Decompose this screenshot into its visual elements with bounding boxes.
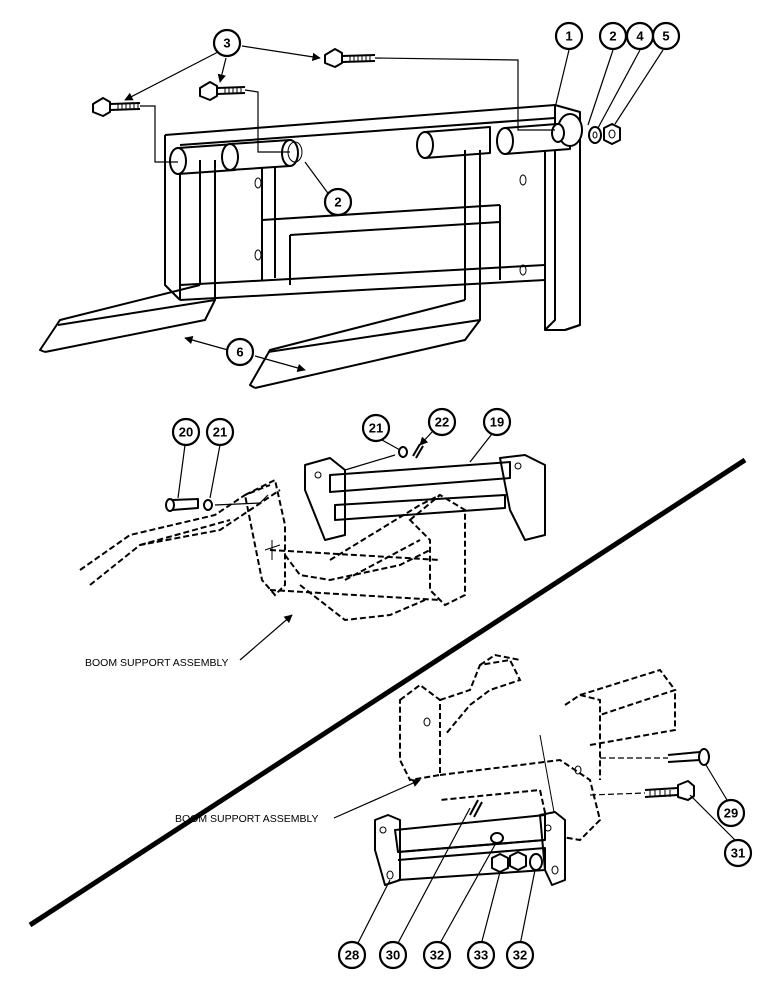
washer-4 <box>588 126 602 144</box>
callout-20: 20 <box>171 417 201 447</box>
svg-text:30: 30 <box>386 948 400 963</box>
nut-5 <box>603 123 621 145</box>
callout-31: 31 <box>723 838 753 868</box>
svg-text:2: 2 <box>334 195 341 210</box>
callout-30: 30 <box>378 940 408 970</box>
svg-text:20: 20 <box>179 425 193 440</box>
bolt-3-top <box>324 48 376 68</box>
svg-text:2: 2 <box>609 29 616 44</box>
callout-28: 28 <box>337 940 367 970</box>
callout-3: 3 <box>212 28 242 58</box>
callout-4: 4 <box>625 21 655 51</box>
svg-text:32: 32 <box>513 948 527 963</box>
washer-21-top <box>398 446 408 458</box>
svg-text:21: 21 <box>213 425 227 440</box>
washer-21-left <box>203 499 213 511</box>
svg-text:28: 28 <box>345 948 359 963</box>
leader-lines <box>124 45 736 946</box>
callout-5: 5 <box>651 21 681 51</box>
callout-6: 6 <box>225 337 255 367</box>
svg-text:29: 29 <box>724 806 738 821</box>
bracket-28 <box>374 811 566 886</box>
svg-text:31: 31 <box>731 846 745 861</box>
cotter-30 <box>469 799 483 818</box>
bolt-31 <box>644 780 695 801</box>
svg-text:5: 5 <box>662 29 669 44</box>
svg-text:22: 22 <box>435 415 449 430</box>
callout-32-right: 32 <box>505 940 535 970</box>
svg-text:19: 19 <box>490 415 504 430</box>
svg-text:3: 3 <box>223 36 230 51</box>
svg-text:4: 4 <box>636 29 644 44</box>
callout-22: 22 <box>427 407 457 437</box>
svg-text:6: 6 <box>236 345 243 360</box>
washer-32-bottom <box>529 853 543 871</box>
carriage-19 <box>304 454 546 541</box>
boom-support-assembly-lower <box>399 653 677 846</box>
nut-33 <box>491 851 527 873</box>
callout-2-top: 2 <box>598 21 628 51</box>
svg-text:1: 1 <box>565 29 572 44</box>
washer-32-top <box>490 832 504 844</box>
cotter-22 <box>412 443 424 459</box>
callout-33: 33 <box>466 940 496 970</box>
pin-20 <box>165 498 199 512</box>
callout-2-middle: 2 <box>323 187 353 217</box>
svg-text:32: 32 <box>430 948 444 963</box>
svg-text:33: 33 <box>474 948 488 963</box>
svg-text:21: 21 <box>369 421 383 436</box>
caption-boom-support-upper: BOOM SUPPORT ASSEMBLY <box>85 657 229 669</box>
callout-1: 1 <box>554 21 584 51</box>
bolt-3-left <box>92 97 141 117</box>
bolt-29 <box>667 748 710 766</box>
callout-29: 29 <box>716 798 746 828</box>
callout-21-top: 21 <box>361 413 391 443</box>
callout-32-left: 32 <box>422 940 452 970</box>
callout-21-left: 21 <box>205 417 235 447</box>
bolt-3-middle <box>199 81 246 101</box>
fork-frame-assembly <box>39 104 583 389</box>
caption-boom-support-lower: BOOM SUPPORT ASSEMBLY <box>175 813 319 825</box>
callout-19: 19 <box>482 407 512 437</box>
separator-line <box>28 457 747 928</box>
